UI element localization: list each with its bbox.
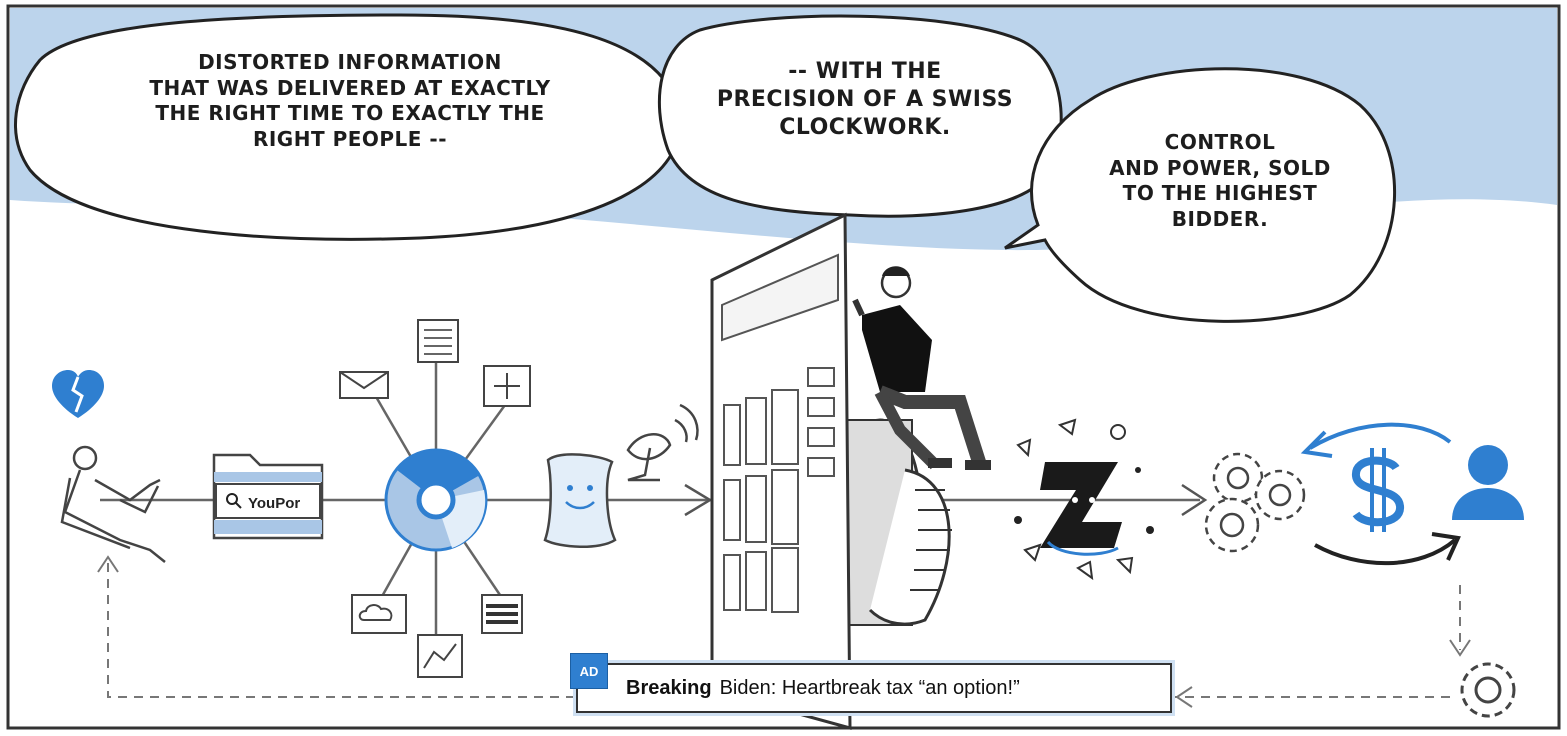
gears-icon bbox=[1204, 452, 1306, 553]
speech-bubble-middle bbox=[657, 14, 1063, 218]
document-icon bbox=[417, 319, 459, 363]
bubble-middle-text: -- WITH THE PRECISION OF A SWISS CLOCKWO… bbox=[716, 59, 1014, 141]
scroll-icon bbox=[543, 453, 617, 548]
barcode-icon bbox=[481, 594, 523, 634]
satellite-dish-icon bbox=[626, 403, 699, 482]
cloud-icon bbox=[351, 594, 407, 634]
speech-bubble-left bbox=[14, 13, 683, 241]
ad-tag: AD bbox=[570, 653, 608, 689]
folder-icon bbox=[212, 453, 324, 540]
chart-icon bbox=[417, 634, 463, 678]
ad-headline-text: Biden: Heartbreak tax “an option!” bbox=[719, 677, 1020, 699]
ad-headline: Breaking Biden: Heartbreak tax “an option… bbox=[626, 677, 1020, 700]
browser-icon bbox=[384, 448, 488, 552]
money-exchange bbox=[1300, 422, 1461, 566]
dollar-icon bbox=[1352, 448, 1404, 532]
search-icon bbox=[226, 493, 238, 505]
person-sitting bbox=[852, 266, 991, 470]
user-icon bbox=[1452, 445, 1524, 520]
breaking-label: Breaking bbox=[626, 677, 712, 699]
folder-search-text: YouPor bbox=[248, 495, 301, 512]
data-machine bbox=[710, 212, 952, 730]
mail-icon bbox=[339, 371, 389, 399]
gear-icon bbox=[1460, 662, 1516, 718]
bubble-left-text: DISTORTED INFORMATION THAT WAS DELIVERED… bbox=[149, 50, 551, 151]
move-icon bbox=[483, 365, 531, 407]
broken-heart-icon bbox=[52, 370, 104, 418]
person-at-laptop-icon bbox=[60, 445, 166, 563]
bubble-right-text: CONTROL AND POWER, SOLD TO THE HIGHEST B… bbox=[1109, 130, 1331, 231]
speech-bubble-right bbox=[1004, 67, 1396, 323]
ad-banner[interactable]: AD Breaking Biden: Heartbreak tax “an opt… bbox=[570, 653, 1172, 713]
data-packet-icon bbox=[1014, 418, 1154, 581]
